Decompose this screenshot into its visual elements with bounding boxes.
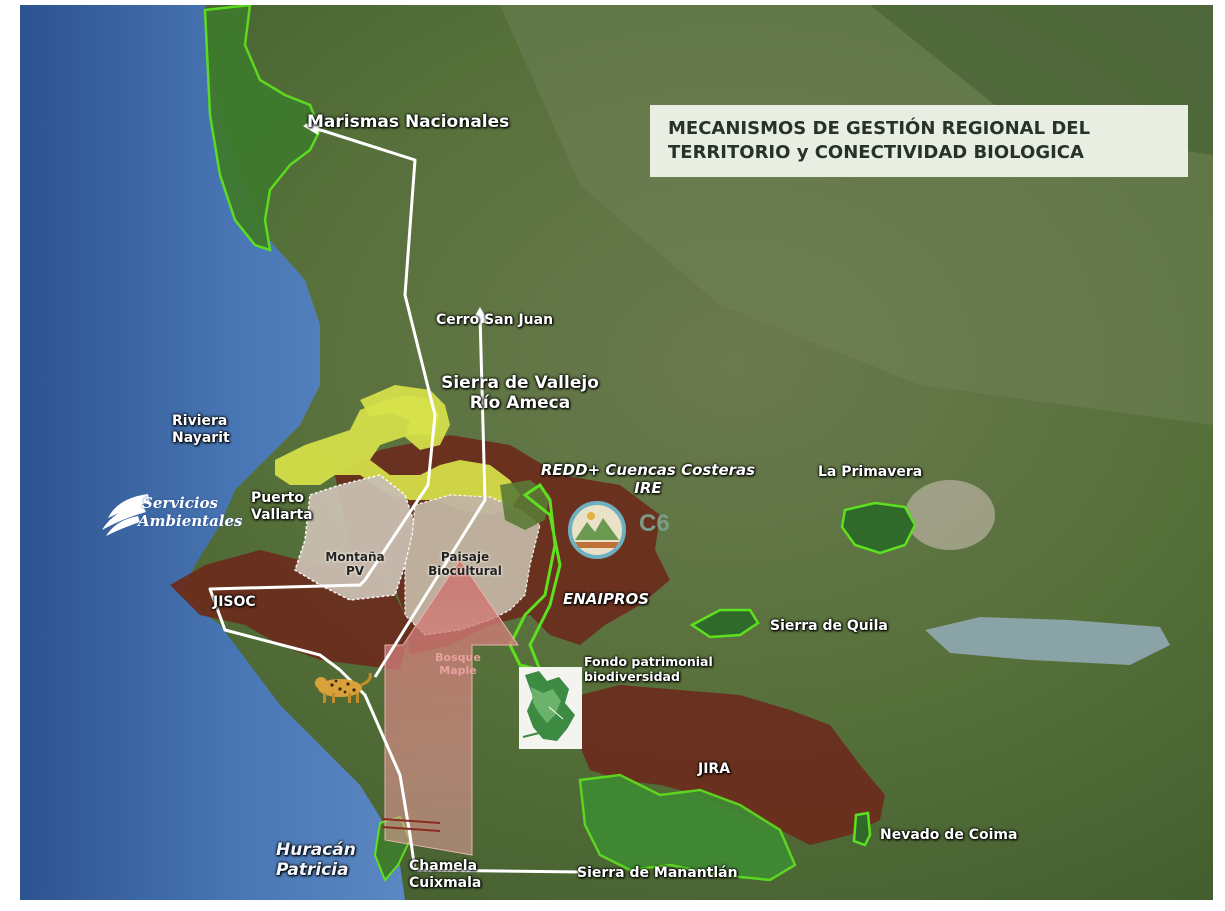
manantlan-area xyxy=(578,773,797,882)
ocean xyxy=(20,5,405,900)
servicios-ambientales-logo: Servicios Ambientales xyxy=(98,490,248,538)
lake xyxy=(925,617,1170,665)
label-jira: JIRA xyxy=(698,761,731,777)
vallejo-north xyxy=(360,385,450,450)
map-title-box: MECANISMOS DE GESTIÓN REGIONAL DEL TERRI… xyxy=(650,105,1188,177)
c6-logo: C6 xyxy=(565,500,685,560)
quila-area xyxy=(689,608,760,639)
corridor-line-main xyxy=(208,123,583,874)
swoosh-icon xyxy=(102,494,150,536)
label-chamela-cuixmala: Chamela Cuixmala xyxy=(409,858,482,891)
rie-green xyxy=(500,480,550,530)
enaipros-boundary xyxy=(508,482,562,673)
arrowhead-cerro xyxy=(471,307,489,323)
label-redd: REDD+ Cuencas Costeras IRE xyxy=(540,461,756,497)
jira-area xyxy=(575,685,885,845)
jaguar-icon xyxy=(315,672,372,703)
label-huracan-patricia: Huracán Patricia xyxy=(276,840,356,881)
label-la-primavera: La Primavera xyxy=(818,464,923,480)
inset-map-graphic xyxy=(519,667,582,749)
mountain-circle-icon xyxy=(568,501,626,559)
stripe-2 xyxy=(381,826,441,832)
nevado-area xyxy=(852,811,872,847)
marismas-area xyxy=(203,5,322,252)
label-enaipros: ENAIPROS xyxy=(563,590,650,608)
title-line-2: TERRITORIO y CONECTIVIDAD BIOLOGICA xyxy=(668,142,1084,163)
label-bosque-maple: Bosque Maple xyxy=(435,651,481,677)
corridor-line-cerro xyxy=(373,314,487,678)
label-sierra-vallejo: Sierra de Vallejo Río Ameca xyxy=(441,373,599,414)
label-fondo-patrimonial: Fondo patrimonial biodiversidad xyxy=(584,654,713,684)
primavera-area xyxy=(840,501,917,555)
vallejo-area xyxy=(275,395,520,515)
label-montana-pv: Montaña PV xyxy=(325,550,385,579)
city-area xyxy=(905,480,995,550)
satellite-map: MECANISMOS DE GESTIÓN REGIONAL DEL TERRI… xyxy=(20,5,1213,900)
label-jisoc: JISOC xyxy=(213,594,256,610)
label-sierra-manantlan: Sierra de Manantlán xyxy=(577,865,738,881)
montana-pv-area xyxy=(294,474,416,601)
arrowhead-marismas xyxy=(303,117,320,135)
label-nevado-coima: Nevado de Coima xyxy=(880,827,1018,843)
fondo-inset-map xyxy=(519,667,582,749)
corridor-arrow xyxy=(384,559,519,856)
label-sierra-quila: Sierra de Quila xyxy=(770,618,888,634)
label-marismas: Marismas Nacionales xyxy=(307,112,510,132)
label-cerro-san-juan: Cerro San Juan xyxy=(436,312,554,328)
label-riviera-nayarit: Riviera Nayarit xyxy=(172,413,230,446)
label-puerto-vallarta: Puerto Vallarta xyxy=(251,490,313,523)
title-line-1: MECANISMOS DE GESTIÓN REGIONAL DEL xyxy=(668,117,1091,139)
label-paisaje-biocultural: Paisaje Biocultural xyxy=(428,550,502,579)
stripe-1 xyxy=(381,818,441,824)
